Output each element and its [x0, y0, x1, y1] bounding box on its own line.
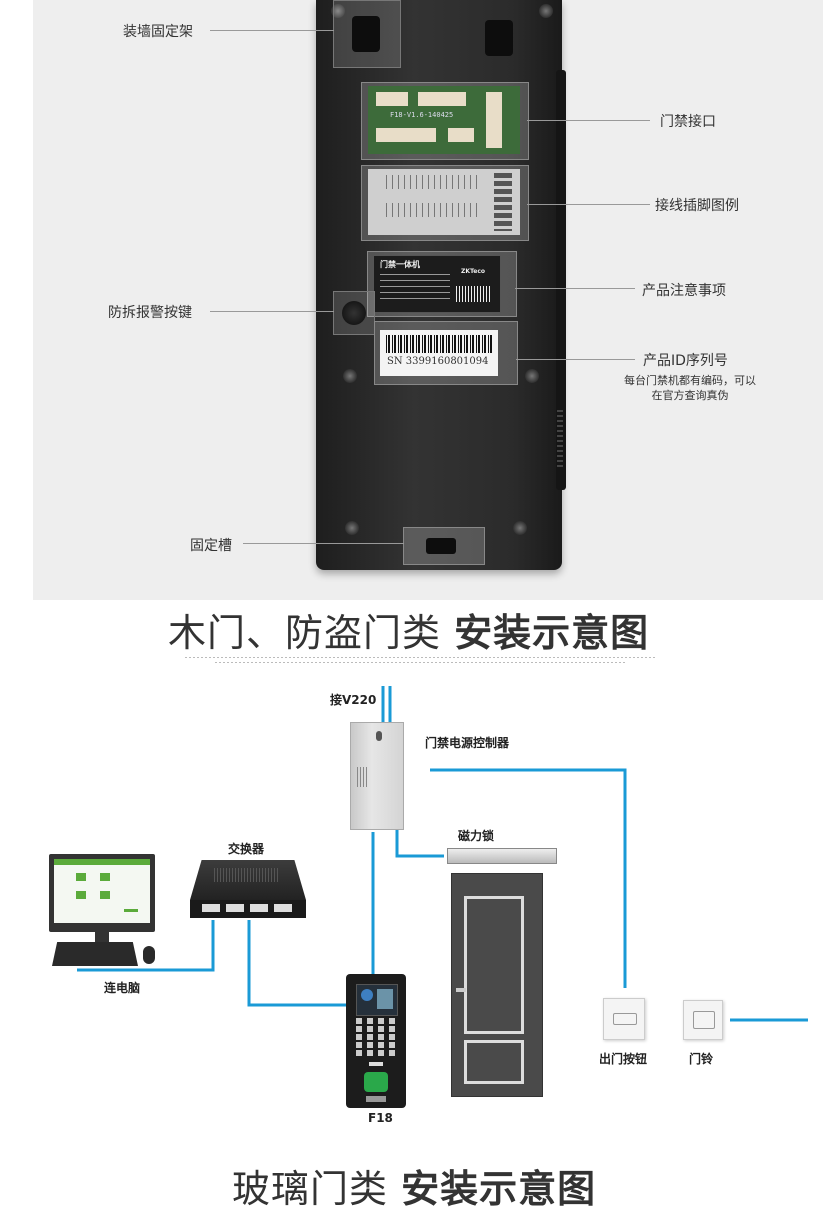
label-serial: 产品ID序列号	[643, 353, 728, 369]
screw	[343, 369, 357, 383]
section1-title-light: 木门、防盗门类	[168, 611, 455, 655]
section1-title-bold: 安装示意图	[454, 611, 650, 655]
serial-note-2: 在官方查询真伪	[651, 389, 729, 402]
fixing-slot	[426, 538, 456, 554]
callout-line	[243, 543, 404, 544]
label-wall-bracket: 装墙固定架	[123, 24, 193, 40]
serial-note-1: 每台门禁机都有编码，可以	[624, 374, 756, 387]
serial-barcode	[386, 335, 492, 353]
screw	[513, 521, 527, 535]
network-switch	[190, 860, 306, 918]
computer-monitor	[49, 854, 155, 932]
power-controller-box	[350, 722, 404, 830]
sticker-barcode	[456, 286, 492, 302]
title-divider	[215, 662, 625, 663]
serial-number: SN 3399160801094	[387, 356, 489, 367]
magnetic-lock	[447, 848, 557, 864]
computer-stand	[95, 932, 109, 942]
label-access-interface: 门禁接口	[660, 114, 716, 130]
label-computer: 连电脑	[104, 981, 141, 995]
tamper-button-area	[333, 291, 375, 335]
pcb-connector	[418, 92, 466, 106]
callout-line	[527, 204, 650, 205]
callout-line	[210, 30, 334, 31]
screw	[539, 4, 553, 18]
pcb-connector	[376, 92, 408, 106]
screw	[525, 369, 539, 383]
label-power-controller: 门禁电源控制器	[425, 736, 510, 750]
vent	[557, 410, 563, 470]
callout-line	[515, 288, 635, 289]
label-tamper-button: 防拆报警按键	[108, 305, 192, 321]
section2-title-light: 玻璃门类	[232, 1167, 402, 1211]
label-product-notice: 产品注意事项	[642, 283, 726, 299]
callout-line	[527, 120, 650, 121]
sticker-lines	[380, 274, 450, 302]
label-f18: F18	[368, 1111, 393, 1125]
label-doorbell: 门铃	[689, 1052, 714, 1066]
screw	[331, 4, 345, 18]
bracket-slot	[485, 20, 513, 56]
label-wiring-legend: 接线插脚图例	[655, 198, 739, 214]
tamper-button	[342, 301, 366, 325]
pcb-connector	[448, 128, 474, 142]
label-power-in: 接V220	[330, 693, 377, 707]
label-magnetic-lock: 磁力锁	[458, 829, 495, 843]
exit-button	[603, 998, 645, 1040]
doorbell	[683, 1000, 723, 1040]
pcb-connector	[486, 92, 502, 148]
callout-line	[516, 359, 635, 360]
f18-device	[346, 974, 406, 1108]
screw	[345, 521, 359, 535]
wiring-legend-sticker	[368, 169, 520, 235]
pcb-text: F18-V1.6-140425	[390, 111, 454, 119]
diagram-wires	[77, 686, 808, 1022]
bracket-slot	[352, 16, 380, 52]
pcb-connector	[376, 128, 436, 142]
callout-line	[210, 311, 334, 312]
computer-mouse	[143, 946, 155, 964]
section2-title-bold: 安装示意图	[401, 1167, 597, 1211]
section1-title: 木门、防盗门类 安装示意图	[168, 602, 649, 657]
label-switch: 交换器	[228, 842, 265, 856]
label-exit-button: 出门按钮	[599, 1052, 648, 1066]
sticker-brand: ZKTeco	[461, 268, 486, 275]
computer-keyboard	[52, 942, 138, 966]
device-side-edge	[556, 70, 566, 490]
door	[451, 873, 543, 1097]
title-divider	[185, 657, 655, 658]
sticker-title: 门禁一体机	[380, 260, 420, 269]
section2-title: 玻璃门类 安装示意图	[232, 1158, 596, 1213]
label-fixing-slot: 固定槽	[190, 538, 232, 554]
